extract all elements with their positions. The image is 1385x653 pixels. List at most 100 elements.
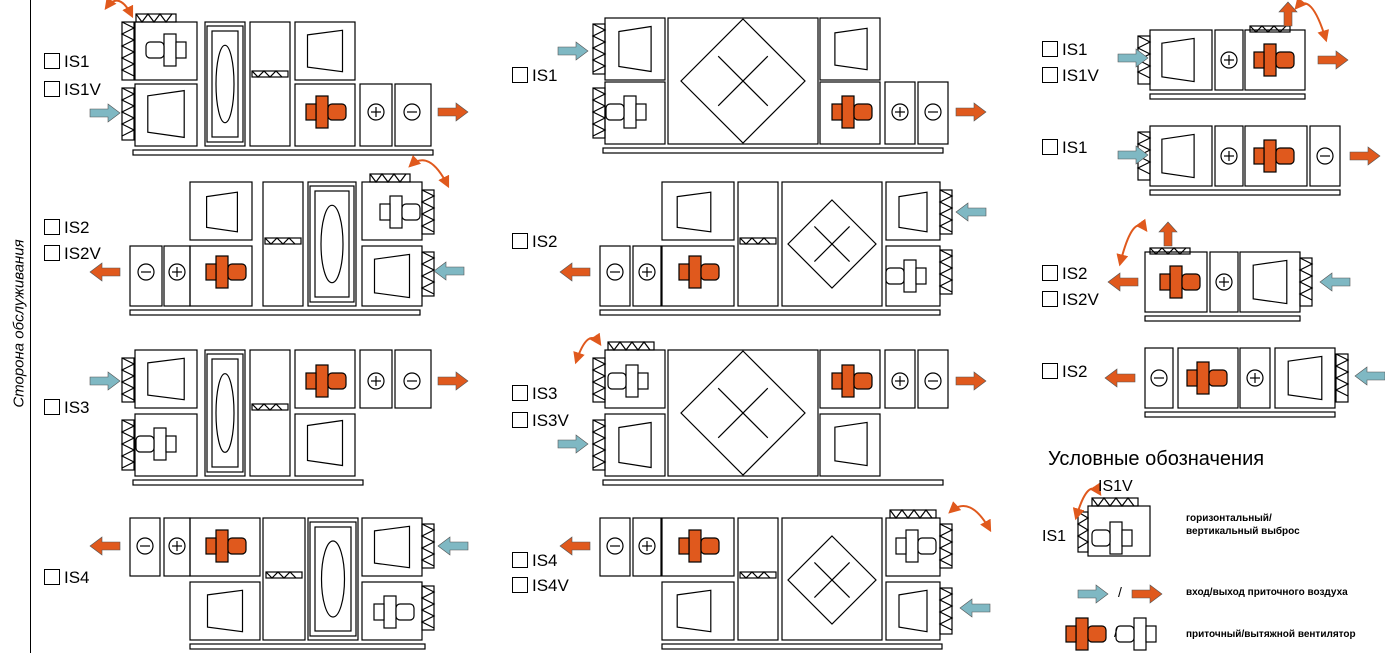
checkbox-is2-c[interactable]: IS2 xyxy=(1042,264,1088,284)
checkbox-is2v-c[interactable]: IS2V xyxy=(1042,290,1099,310)
fan-motor xyxy=(1091,529,1111,547)
checkbox-box[interactable] xyxy=(1042,41,1058,57)
filter-icon xyxy=(739,237,777,245)
fan-motor xyxy=(700,263,720,281)
fan-housing xyxy=(841,95,855,129)
heater-icon xyxy=(1215,273,1233,291)
damper-shape xyxy=(898,191,928,233)
damper-icon xyxy=(1287,355,1323,401)
module-box xyxy=(129,517,161,577)
checkbox-box[interactable] xyxy=(44,81,60,97)
module-box xyxy=(307,181,357,307)
checkbox-is1-a[interactable]: IS1 xyxy=(44,52,90,72)
heater-icon xyxy=(168,263,186,281)
checkbox-is4-b[interactable]: IS4 xyxy=(512,551,558,571)
checkbox-is2-b[interactable]: IS2 xyxy=(512,232,558,252)
plate-heat-exchanger-icon xyxy=(787,199,877,289)
module-box xyxy=(884,81,916,145)
supply-air-arrow-icon xyxy=(1349,146,1381,166)
checkbox-is3-a[interactable]: IS3 xyxy=(44,398,90,418)
filter-icon xyxy=(265,571,303,579)
module-box xyxy=(134,349,198,409)
cooler-icon xyxy=(924,372,942,390)
checkbox-is2-d[interactable]: IS2 xyxy=(1042,362,1088,382)
checkbox-is4-a[interactable]: IS4 xyxy=(44,568,90,588)
checkbox-is2-a[interactable]: IS2 xyxy=(44,218,90,238)
filter-frame xyxy=(1149,247,1191,255)
damper-shape xyxy=(618,25,652,73)
fan-housing xyxy=(688,529,702,563)
checkbox-is3v-b[interactable]: IS3V xyxy=(512,411,569,431)
checkbox-box[interactable] xyxy=(512,385,528,401)
checkbox-is1v-c[interactable]: IS1V xyxy=(1042,66,1099,86)
damper-shape xyxy=(306,419,344,467)
unit-base-rail xyxy=(599,309,941,316)
heater-icon xyxy=(638,537,656,555)
checkbox-box[interactable] xyxy=(44,245,60,261)
checkbox-is1-b[interactable]: IS1 xyxy=(512,66,558,86)
filter-frame xyxy=(939,523,953,569)
unit-base-rail xyxy=(189,643,426,650)
filter-zigzag xyxy=(938,523,954,567)
checkbox-is4v-b[interactable]: IS4V xyxy=(512,576,569,596)
checkbox-box[interactable] xyxy=(512,577,528,593)
plate-heat-exchanger-icon xyxy=(680,350,806,476)
exhaust-fan-icon xyxy=(1115,617,1157,651)
checkbox-is1-d[interactable]: IS1 xyxy=(1042,138,1088,158)
legend-discharge-text: горизонтальный/ вертикальный выброс xyxy=(1186,512,1300,538)
arrow-shape xyxy=(437,102,469,122)
fan-housing xyxy=(905,529,919,563)
checkbox-box[interactable] xyxy=(1042,67,1058,83)
fan-inlet xyxy=(1253,51,1265,69)
checkbox-box[interactable] xyxy=(512,233,528,249)
plate-diamond xyxy=(680,18,806,144)
supply-fan-icon xyxy=(1253,139,1295,173)
checkbox-box[interactable] xyxy=(1042,291,1058,307)
checkbox-box[interactable] xyxy=(512,412,528,428)
fan-motor xyxy=(1115,625,1135,643)
module-box xyxy=(134,83,198,147)
checkbox-box[interactable] xyxy=(512,67,528,83)
checkbox-box[interactable] xyxy=(1042,363,1058,379)
filter-zigzag xyxy=(591,87,607,137)
module-box xyxy=(667,17,819,145)
checkbox-box[interactable] xyxy=(1042,139,1058,155)
arrow-shape xyxy=(1077,584,1109,604)
checkbox-box[interactable] xyxy=(1042,265,1058,281)
fan-inlet xyxy=(1159,273,1171,291)
checkbox-is1-c[interactable]: IS1 xyxy=(1042,40,1088,60)
checkbox-is2v-a[interactable]: IS2V xyxy=(44,244,101,264)
filter-icon xyxy=(938,189,954,235)
unit-base-rail xyxy=(602,479,944,486)
module-box xyxy=(129,245,163,307)
checkbox-box[interactable] xyxy=(44,219,60,235)
filter-frame xyxy=(592,23,606,75)
filter-icon xyxy=(1076,511,1090,553)
checkbox-box[interactable] xyxy=(44,569,60,585)
fan-motor xyxy=(700,537,720,555)
module-box xyxy=(604,17,666,81)
arrow-shape xyxy=(1319,272,1351,292)
arrow-shape xyxy=(557,41,589,61)
checkbox-is3-b[interactable]: IS3 xyxy=(512,384,558,404)
damper-icon xyxy=(1161,37,1195,83)
legend-title: Условные обозначения xyxy=(1048,448,1265,470)
checkbox-is1v-a[interactable]: IS1V xyxy=(44,80,101,100)
heater-icon xyxy=(367,372,385,390)
checkbox-label: IS3 xyxy=(532,384,558,403)
filter-frame xyxy=(889,509,937,519)
fan-motor xyxy=(327,103,347,121)
arrow-shape xyxy=(89,536,121,556)
filter-icon xyxy=(1149,247,1191,255)
intake-air-arrow-icon xyxy=(89,371,121,391)
checkbox-box[interactable] xyxy=(44,399,60,415)
checkbox-box[interactable] xyxy=(44,53,60,69)
rotary-heat-exchanger-icon xyxy=(309,185,355,303)
legend-slash-fan: / xyxy=(1114,624,1118,640)
checkbox-box[interactable] xyxy=(512,552,528,568)
plate-diamond xyxy=(787,535,877,625)
rotor-inner xyxy=(211,358,239,468)
supply-fan-icon xyxy=(678,529,720,563)
damper-shape xyxy=(306,29,344,73)
checkbox-label: IS4 xyxy=(64,568,90,587)
